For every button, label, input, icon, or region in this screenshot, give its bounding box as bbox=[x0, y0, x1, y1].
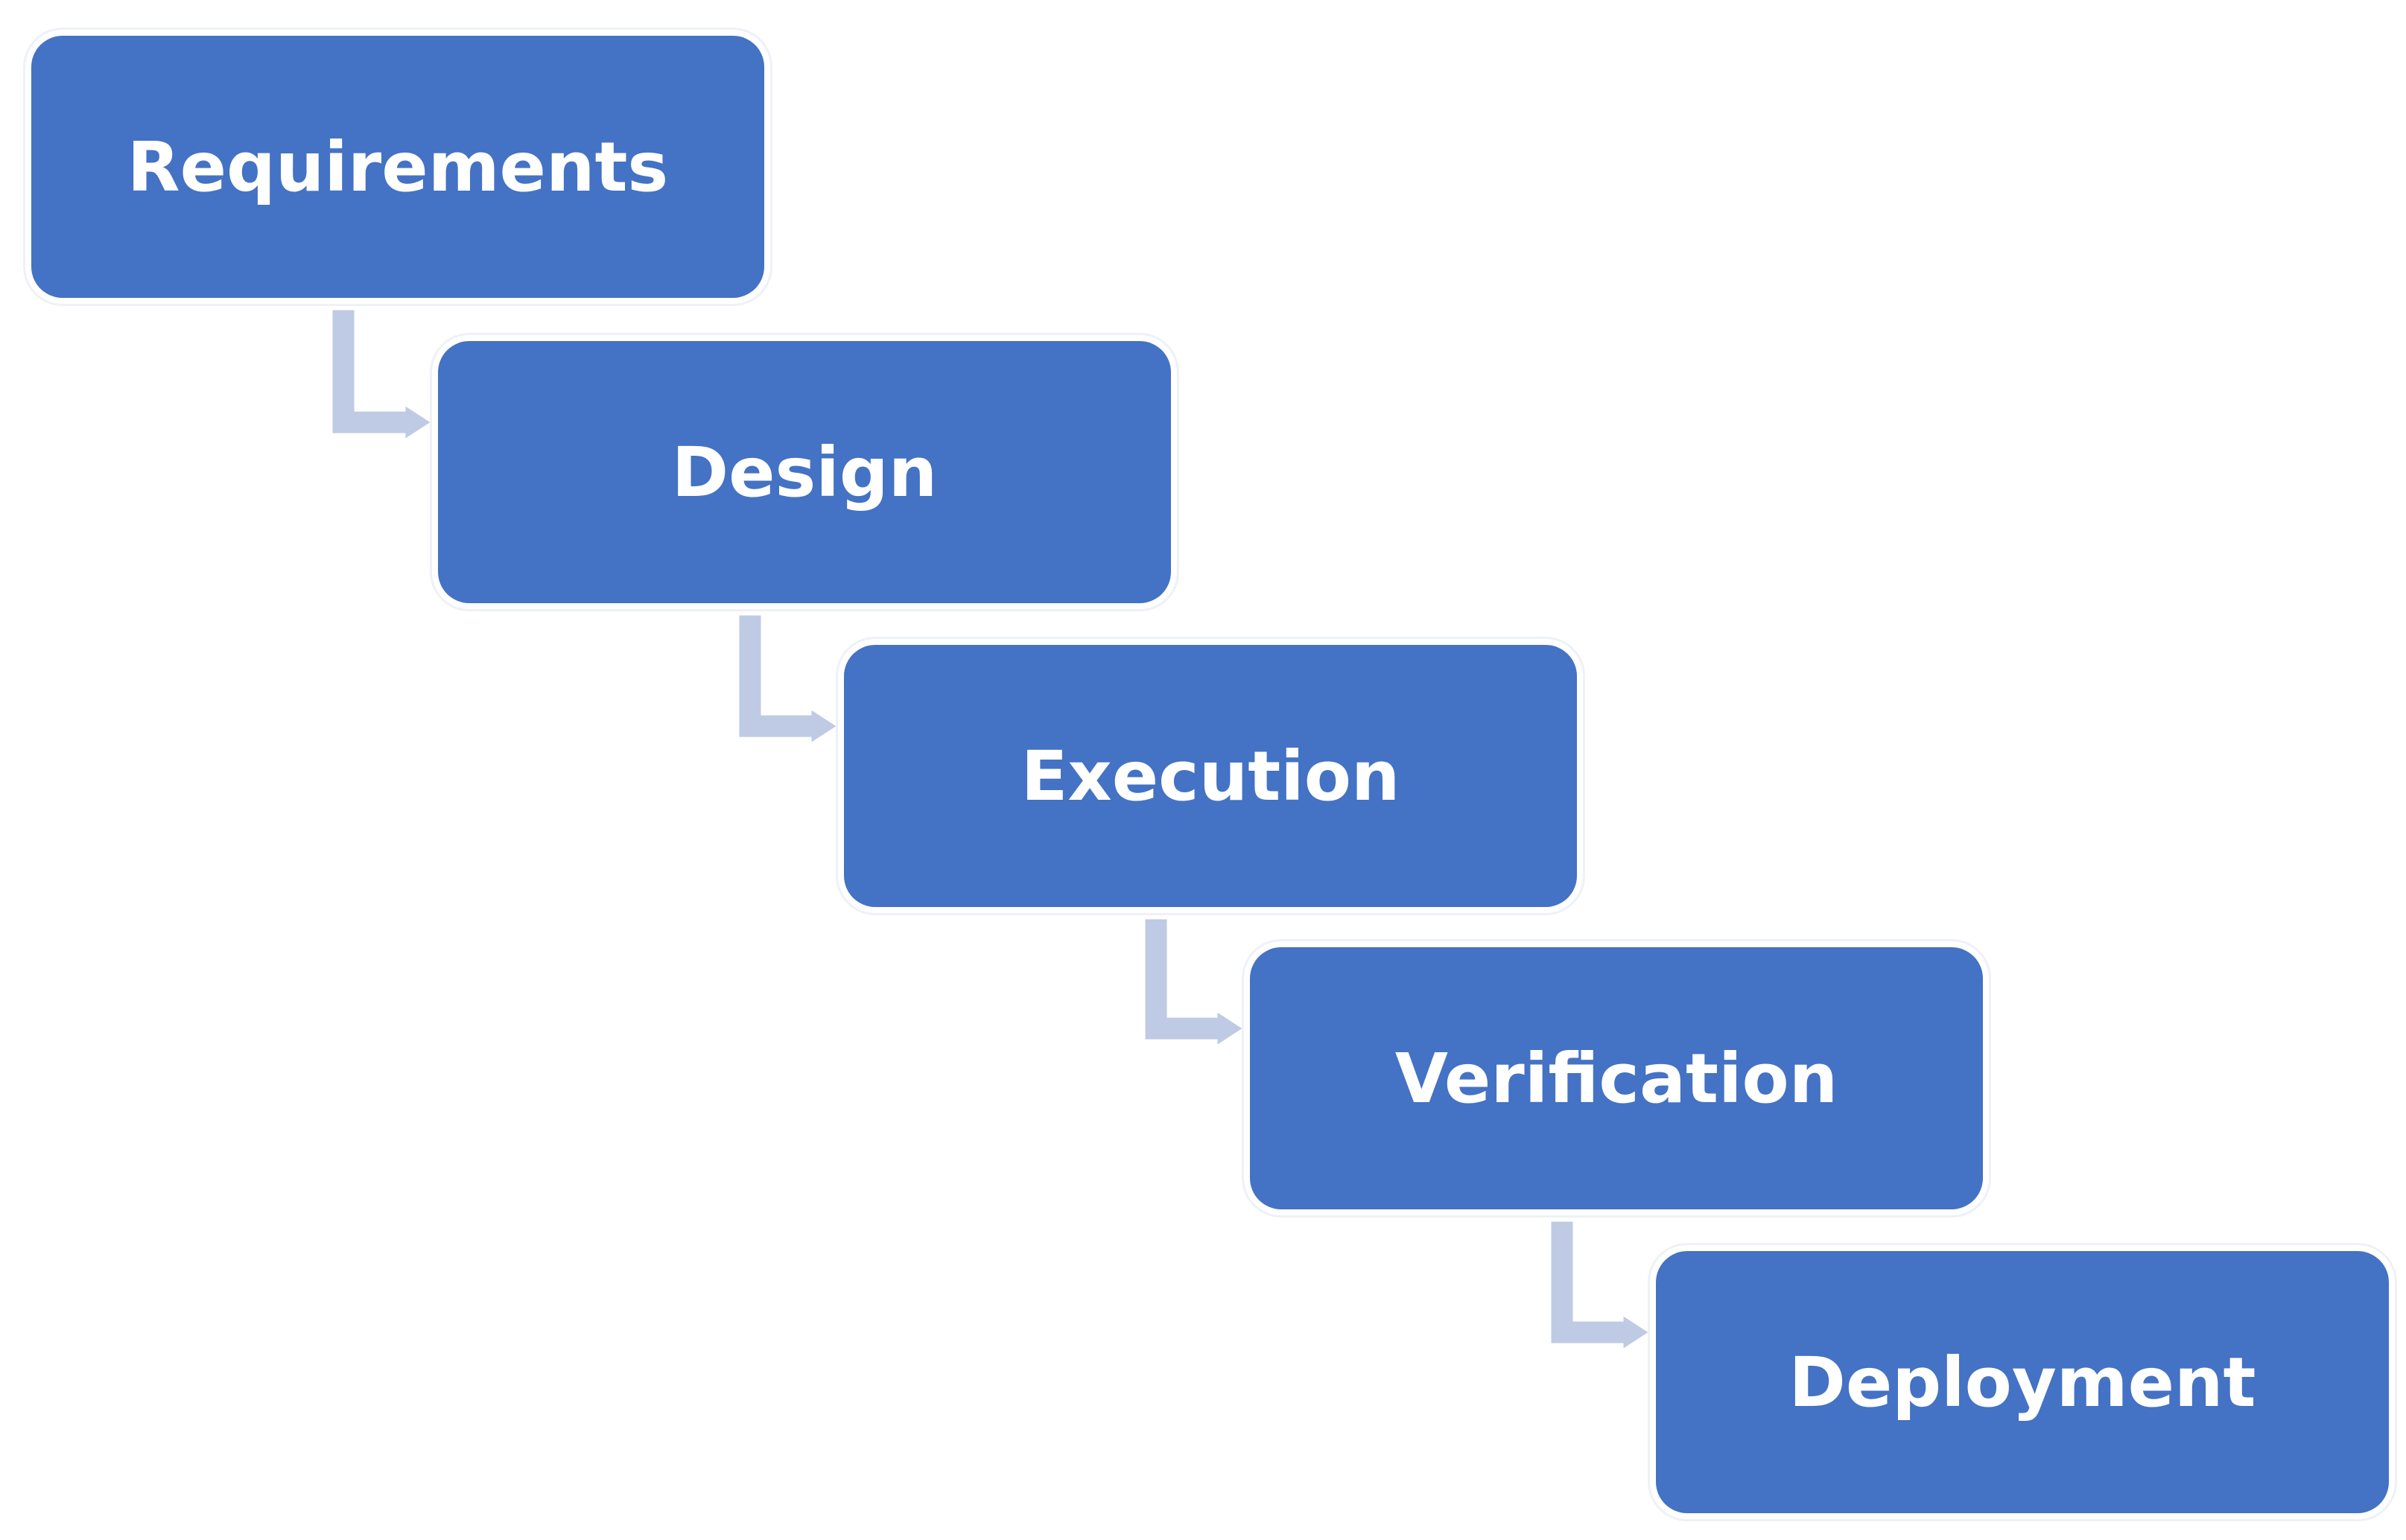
step-execution: Execution bbox=[844, 645, 1577, 907]
step-label: Requirements bbox=[127, 127, 669, 207]
elbow-arrow-connector bbox=[735, 611, 843, 749]
step-label: Verification bbox=[1394, 1038, 1838, 1119]
step-design: Design bbox=[438, 341, 1171, 603]
step-requirements: Requirements bbox=[31, 36, 764, 298]
elbow-arrow-connector bbox=[1141, 915, 1249, 1051]
elbow-arrow-connector bbox=[328, 306, 437, 445]
elbow-arrow-connector bbox=[1547, 1218, 1655, 1355]
step-verification: Verification bbox=[1250, 947, 1983, 1209]
step-label: Design bbox=[671, 432, 938, 512]
step-label: Deployment bbox=[1788, 1342, 2256, 1422]
step-label: Execution bbox=[1021, 736, 1400, 816]
step-deployment: Deployment bbox=[1656, 1251, 2389, 1513]
